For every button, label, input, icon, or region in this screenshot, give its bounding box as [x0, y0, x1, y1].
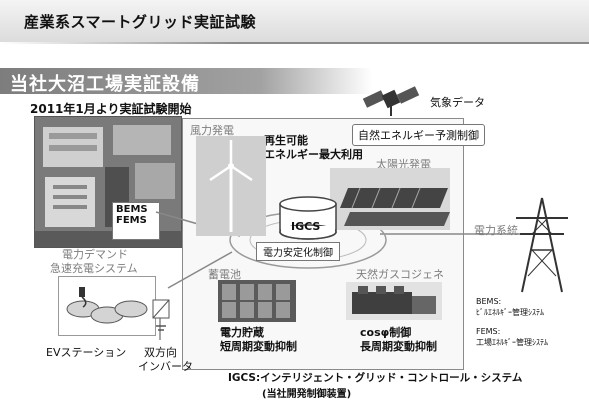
section-bar [0, 68, 372, 94]
renewable-line2: エネルギー最大利用 [264, 148, 363, 161]
weather-data-label: 気象データ [430, 96, 485, 109]
inverter-label-line2: インバータ [138, 360, 193, 373]
inverter-icon [152, 299, 170, 331]
stabilization-control-box: 電力安定化制御 [256, 242, 340, 261]
ev-station-box [58, 276, 156, 336]
igcs-cylinder-icon [279, 196, 337, 240]
ev-station-label: EVステーション [46, 346, 127, 359]
power-grid-label: 電力系統 [474, 224, 518, 237]
satellite-icon [362, 86, 420, 116]
forecast-control-box: 自然エネルギー予測制御 [352, 124, 485, 146]
cos-control-line2: 長周期変動抑制 [360, 340, 437, 353]
solar-panel-icon [330, 168, 450, 230]
demand-label-line2: 急速充電システム [50, 262, 138, 275]
renewable-line1: 再生可能 [264, 134, 308, 147]
wind-power-label: 風力発電 [190, 124, 234, 137]
cogeneration-engine-icon [346, 282, 442, 320]
storage-control-line2: 短周期変動抑制 [220, 340, 297, 353]
solar-power-label: 太陽光発電 [376, 158, 431, 171]
battery-rack-icon [218, 280, 296, 322]
demand-label-line1: 電力デマンド [62, 248, 128, 261]
bems-fems-label: BEMS FEMS [112, 202, 160, 240]
start-note: 2011年1月より実証試験開始 [30, 102, 192, 116]
abbreviation-legend: BEMS: ﾋﾞﾙｴﾈﾙｷﾞｰ管理ｼｽﾃﾑ FEMS: 工場ｴﾈﾙｷﾞｰ管理ｼｽ… [476, 296, 548, 348]
legend-bems-title: BEMS: [476, 297, 502, 306]
storage-control-line1: 電力貯蔵 [220, 326, 264, 339]
storage-battery-label: 蓄電池 [208, 268, 241, 281]
igcs-label: IGCS [291, 220, 321, 233]
fems-text: FEMS [116, 215, 147, 226]
ev-cars-icon [66, 287, 148, 324]
footer-igcs-definition: IGCS:インテリジェント・グリッド・コントロール・システム [228, 372, 523, 384]
footer-igcs-note: (当社開発制御装置) [262, 389, 352, 400]
legend-fems-desc: 工場ｴﾈﾙｷﾞｰ管理ｼｽﾃﾑ [476, 338, 548, 347]
legend-bems-desc: ﾋﾞﾙｴﾈﾙｷﾞｰ管理ｼｽﾃﾑ [476, 308, 544, 317]
page-title: 産業系スマートグリッド実証試験 [24, 13, 257, 31]
transmission-tower-icon [516, 197, 568, 293]
wind-turbine-icon [196, 136, 266, 236]
legend-fems-title: FEMS: [476, 327, 501, 336]
inverter-label-line1: 双方向 [144, 346, 177, 359]
cos-control-line1: cosφ制御 [360, 326, 412, 339]
bems-text: BEMS [116, 204, 148, 215]
header-rule [0, 42, 589, 44]
section-title: 当社大沼工場実証設備 [10, 74, 200, 95]
cogeneration-label: 天然ガスコジェネ [356, 268, 444, 281]
